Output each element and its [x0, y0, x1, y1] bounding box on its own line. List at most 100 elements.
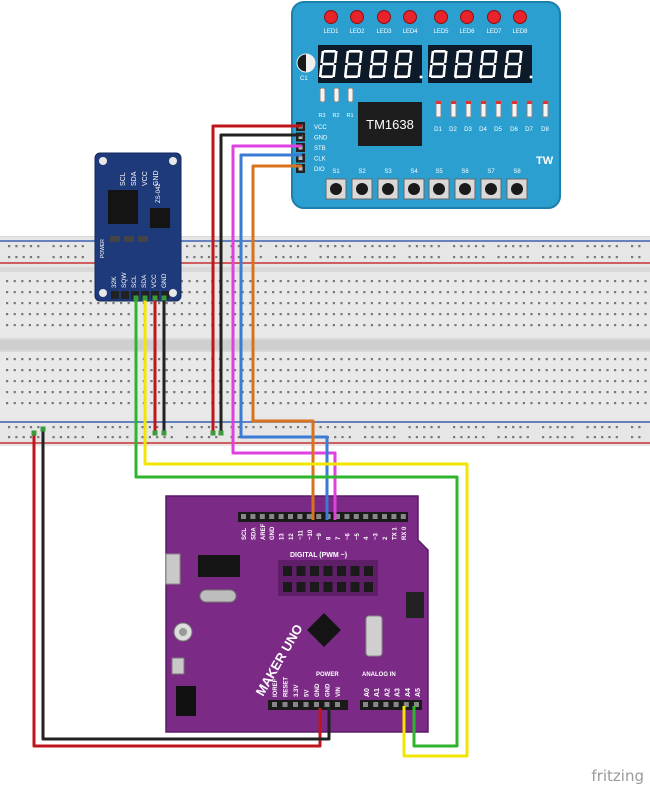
switch-label: S6	[461, 169, 469, 175]
tm1638-pin-label: CLK	[314, 157, 326, 163]
led-label: LED6	[459, 29, 475, 35]
led-label: LED7	[486, 29, 502, 35]
power-pin-label: GND	[315, 683, 321, 697]
diode-label: D6	[510, 127, 518, 133]
wire-rtc-sda-yellow	[143, 298, 469, 758]
rtc-bottom-pin-label: 32K	[111, 276, 118, 288]
digital-pin-label: SCL	[242, 528, 248, 540]
digital-pin-label: SDA	[251, 527, 257, 540]
analog-label: ANALOG IN	[362, 672, 396, 678]
resistor-label: R3	[318, 113, 325, 119]
rtc-bottom-pin-label: SDA	[141, 274, 148, 288]
power-pin-label: 3.3V	[294, 685, 300, 697]
cap-label: C1	[300, 76, 308, 82]
power-pin-label: RESET	[284, 677, 290, 697]
rtc-model: ZS-042	[156, 183, 162, 203]
switch-label: S5	[435, 169, 443, 175]
digital-pin-label: ~10	[308, 529, 314, 540]
rtc-bottom-pin-label: SCL	[131, 275, 138, 288]
push-button-6[interactable]	[459, 183, 471, 195]
digital-pin-label: RX 0	[402, 526, 408, 540]
wire-dio-orange	[251, 164, 315, 520]
rtc-top-pin-label: GND	[153, 170, 160, 186]
resistors: R3 R2 R1	[318, 87, 354, 119]
digital-pin-label: GND	[270, 526, 276, 540]
rtc-bottom-pin-label: VCC	[151, 274, 158, 288]
push-button-3[interactable]	[382, 183, 394, 195]
tm1638-pin-label: STB	[314, 146, 326, 152]
rtc-bottom-pin-label: GND	[161, 273, 168, 288]
analog-pin-label: A0	[364, 688, 371, 697]
digital-pin-label: 12	[289, 533, 295, 540]
chip-label: TM1638	[366, 117, 414, 132]
digital-pin-label: ~6	[345, 532, 351, 540]
power-pin-label: GND	[326, 683, 332, 697]
led-label: LED1	[323, 29, 339, 35]
digital-pin-label: TX 1	[392, 527, 398, 540]
digital-label: DIGITAL (PWM ~)	[290, 552, 347, 559]
resistor-label: R1	[346, 113, 353, 119]
switch-label: S7	[487, 169, 495, 175]
resistor-label: R2	[332, 113, 339, 119]
diode-label: D4	[479, 127, 487, 133]
analog-pin-label: A4	[405, 688, 412, 697]
power-label: POWER	[316, 672, 339, 678]
power-pin-label: VIN	[336, 687, 342, 697]
analog-pin-label: A5	[415, 688, 422, 697]
wire-5v-red	[32, 433, 322, 748]
rtc-chip	[108, 190, 138, 224]
icsp-header	[406, 592, 424, 618]
switch-label: S8	[513, 169, 521, 175]
led-label: LED3	[376, 29, 392, 35]
diode-label: D8	[541, 127, 549, 133]
lower-terminal-holes	[6, 358, 647, 405]
wires	[32, 124, 469, 758]
rtc-power-label: POWER	[100, 239, 106, 258]
upper-terminal-holes	[6, 280, 647, 327]
led-6-icon	[460, 10, 474, 24]
diode-label: D3	[464, 127, 472, 133]
push-button-8[interactable]	[511, 183, 523, 195]
switch-label: S1	[332, 169, 340, 175]
led-label: LED5	[433, 29, 449, 35]
diode-label: D7	[525, 127, 533, 133]
diode-label: D2	[449, 127, 457, 133]
fritzing-credit: fritzing	[591, 767, 644, 785]
microcontroller-chip	[307, 613, 341, 647]
digital-pin-label: ~11	[298, 529, 304, 540]
rtc-bottom-pin-label: SQW	[121, 272, 128, 288]
wire-tm-vcc-red	[211, 124, 302, 433]
push-button-5[interactable]	[433, 183, 445, 195]
wire-gnd-black	[41, 429, 331, 741]
switch-label: S3	[384, 169, 392, 175]
digit-glyphs	[318, 50, 533, 79]
power-pin-label: IOREF	[273, 678, 279, 697]
tm1638-pin-label: GND	[314, 136, 328, 142]
push-button-4[interactable]	[408, 183, 420, 195]
digital-pin-label: ~3	[374, 532, 380, 540]
diode-label: D1	[434, 127, 442, 133]
push-button-1[interactable]	[330, 183, 342, 195]
push-button-7[interactable]	[485, 183, 497, 195]
digital-pin-label: 2	[383, 536, 389, 540]
digital-pin-label: 13	[280, 533, 286, 540]
rtc-top-pin-label: SCL	[120, 172, 127, 186]
brand-label: TW	[536, 155, 554, 167]
analog-pin-label: A2	[384, 688, 391, 697]
switch-label: S2	[358, 169, 366, 175]
switch-label: S4	[410, 169, 418, 175]
tm1638-pin-label: DIO	[314, 167, 325, 173]
analog-pin-label: A3	[395, 688, 402, 697]
eeprom-chip	[150, 208, 170, 228]
rtc-top-pin-label: SDA	[131, 171, 138, 186]
push-button-2[interactable]	[356, 183, 368, 195]
tm1638-chip	[358, 102, 422, 146]
